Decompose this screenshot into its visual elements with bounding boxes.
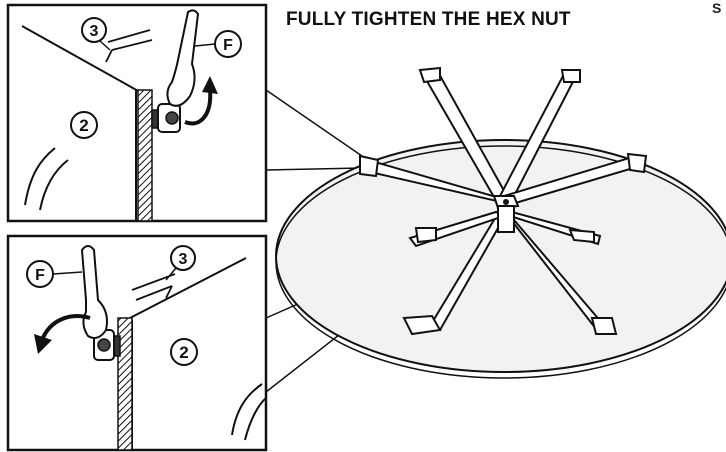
callout-part-2-top: 2 xyxy=(70,111,98,139)
detail-panel-top: 3 2 F xyxy=(6,3,268,223)
callout-tool-f-bottom: F xyxy=(26,260,83,288)
instruction-title: FULLY TIGHTEN THE HEX NUT xyxy=(286,9,571,30)
callout-part-2-bottom: 2 xyxy=(170,338,198,366)
curved-arrow-icon xyxy=(184,76,218,126)
bracket-hatched-plate xyxy=(137,89,153,222)
svg-text:F: F xyxy=(223,37,233,54)
table-top-edge-2 xyxy=(129,257,247,319)
table-top-edge xyxy=(21,25,141,93)
table-assembly-view xyxy=(275,66,726,379)
base-legs xyxy=(402,208,618,336)
svg-text:2: 2 xyxy=(179,343,188,362)
surface-curve-2 xyxy=(39,159,69,211)
corner-mark: S xyxy=(712,0,722,16)
detail-panel-bottom: F 3 2 xyxy=(6,234,268,452)
center-hub xyxy=(492,195,520,233)
star-legs xyxy=(359,66,648,206)
hex-wrench-icon-2 xyxy=(80,245,108,339)
curved-arrow-icon-2 xyxy=(34,314,91,354)
callout-part-3-top: 3 xyxy=(81,17,111,51)
hex-nut xyxy=(151,103,181,133)
svg-text:3: 3 xyxy=(90,23,99,40)
svg-text:F: F xyxy=(35,267,45,284)
round-table-top xyxy=(275,139,726,373)
callout-tool-f-top: F xyxy=(194,30,242,58)
callout-part-3-bottom: 3 xyxy=(165,245,196,281)
svg-text:2: 2 xyxy=(79,116,88,135)
surface-curve xyxy=(24,147,56,206)
svg-text:3: 3 xyxy=(179,251,188,268)
bracket-hatched-plate-2 xyxy=(117,317,133,451)
hex-wrench-icon xyxy=(166,9,200,107)
